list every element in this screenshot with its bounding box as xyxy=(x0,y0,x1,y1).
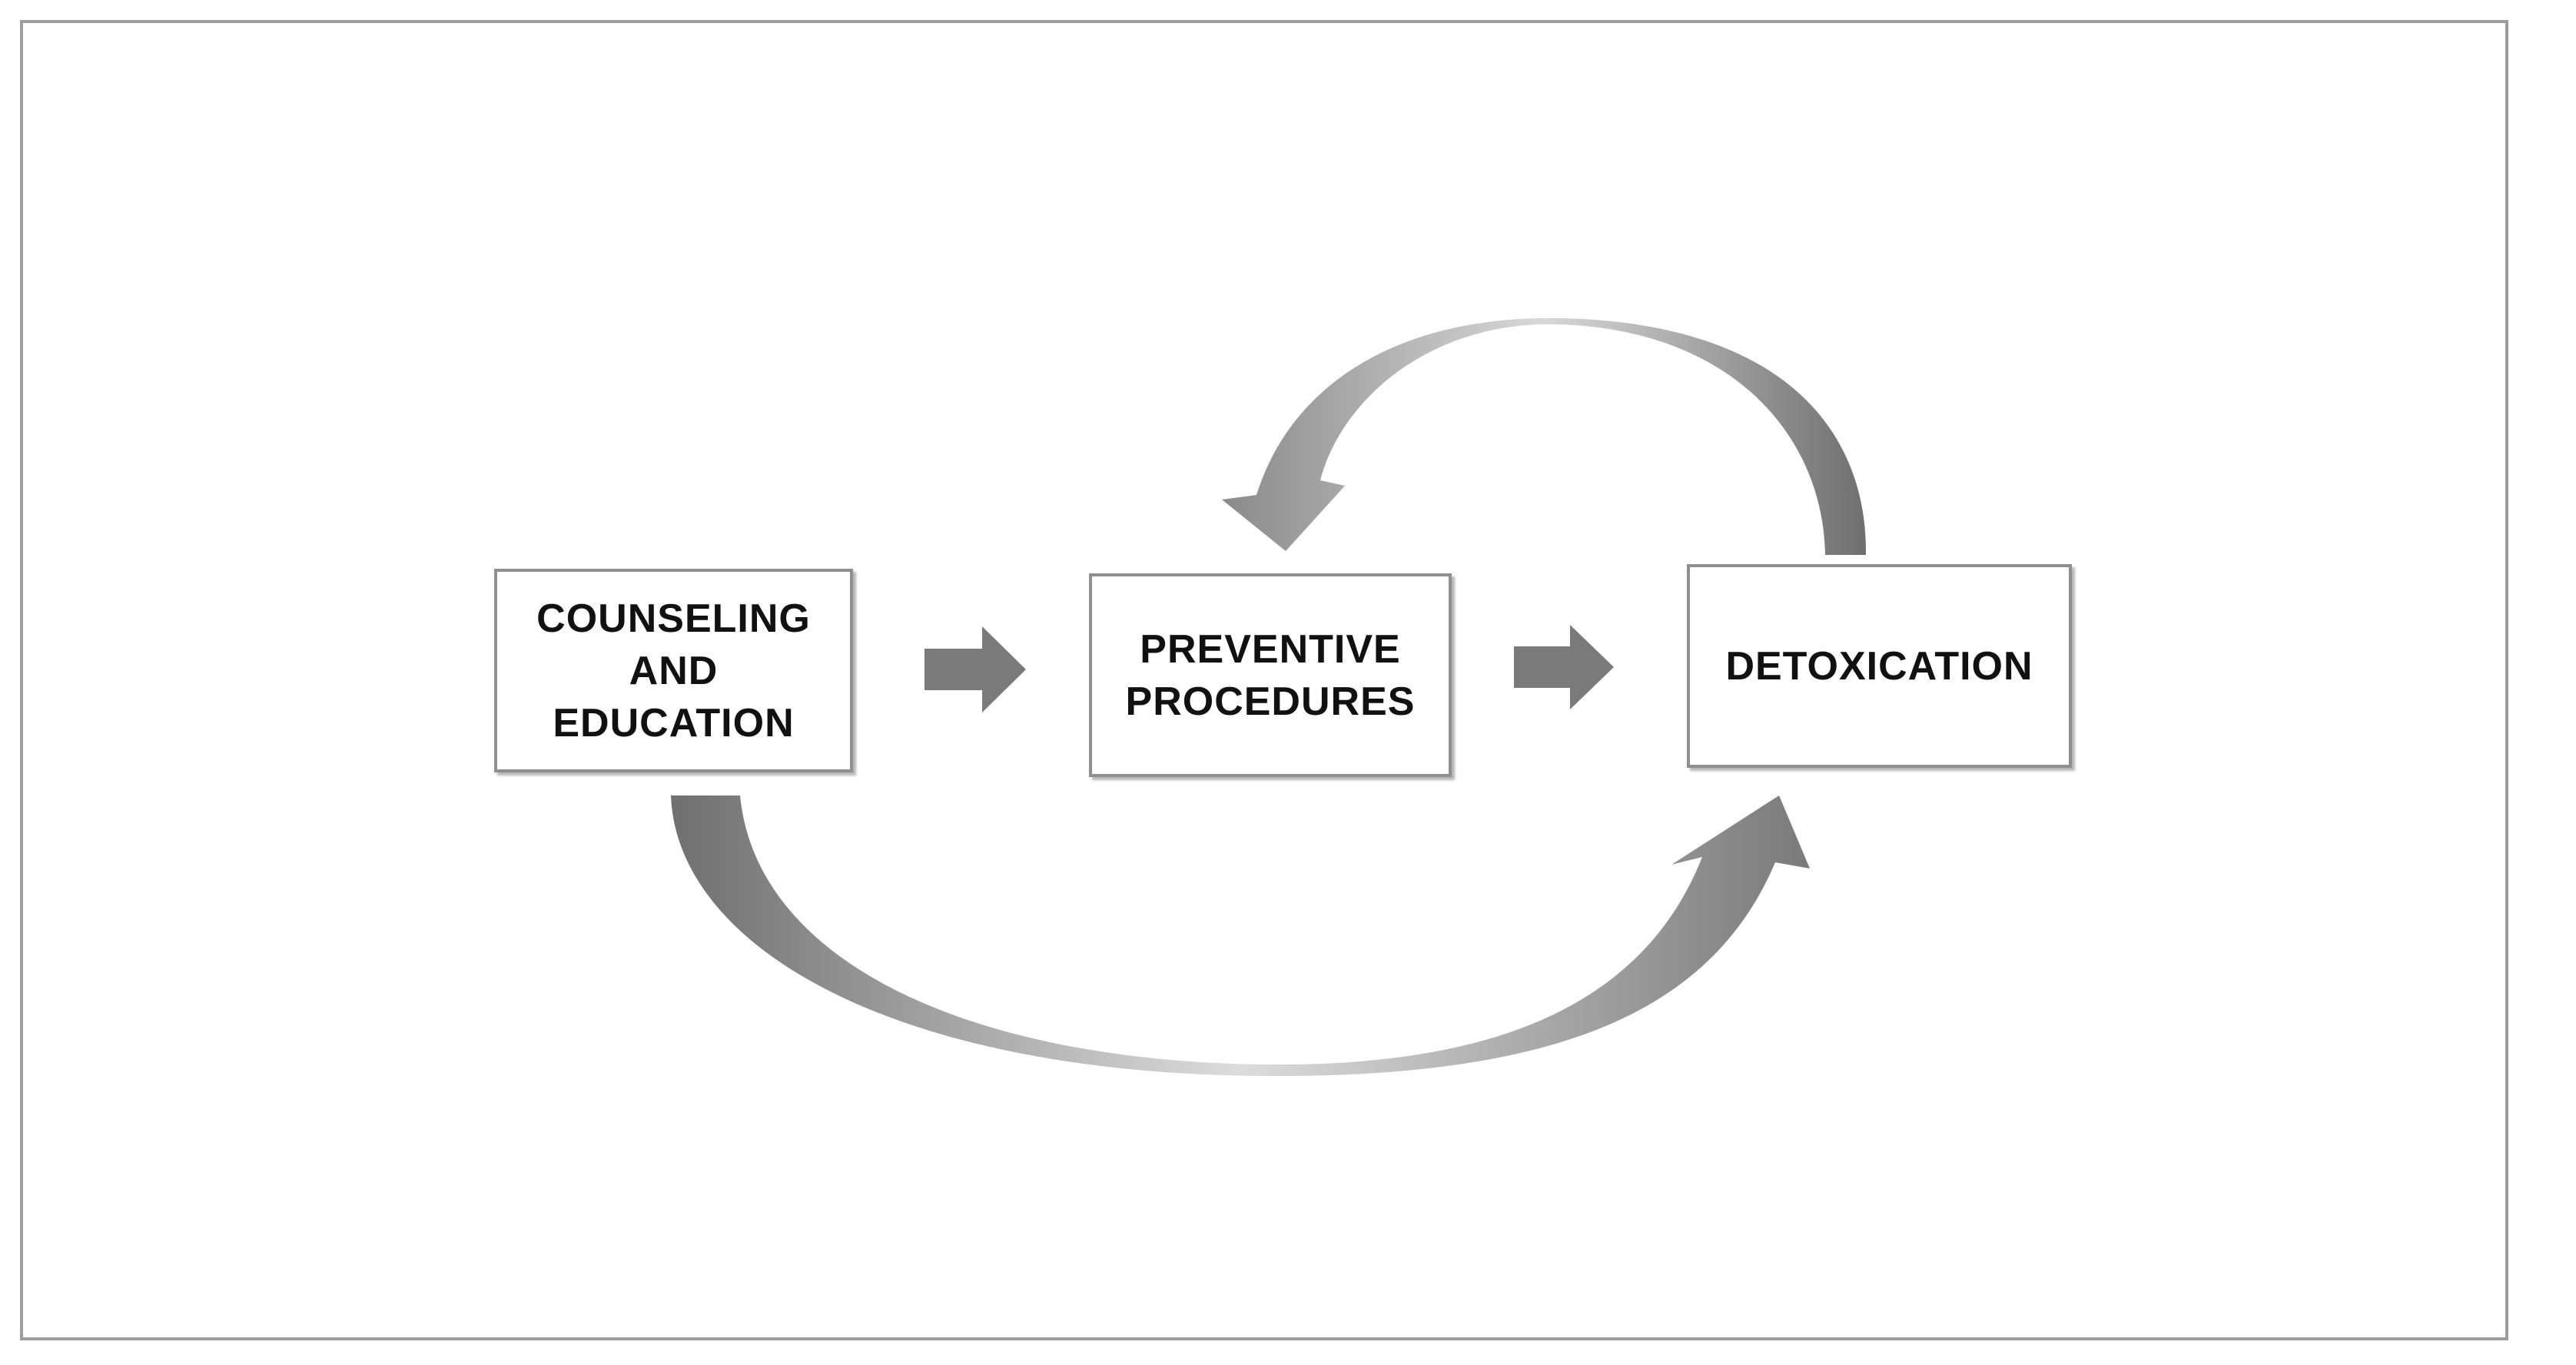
node-detoxication: DETOXICATION xyxy=(1687,564,2072,768)
node-label: PREVENTIVE PROCEDURES xyxy=(1125,626,1416,724)
arrow-counseling-to-preventive xyxy=(925,626,1026,712)
arrow-counseling-to-detoxication xyxy=(671,795,1810,1076)
node-label: DETOXICATION xyxy=(1725,643,2033,689)
node-label: COUNSELING AND EDUCATION xyxy=(536,596,811,746)
arrow-preventive-to-detoxication xyxy=(1514,625,1614,709)
arrow-detoxication-to-preventive xyxy=(1222,317,1867,555)
node-counseling-and-education: COUNSELING AND EDUCATION xyxy=(494,569,853,772)
node-preventive-procedures: PREVENTIVE PROCEDURES xyxy=(1089,573,1452,777)
